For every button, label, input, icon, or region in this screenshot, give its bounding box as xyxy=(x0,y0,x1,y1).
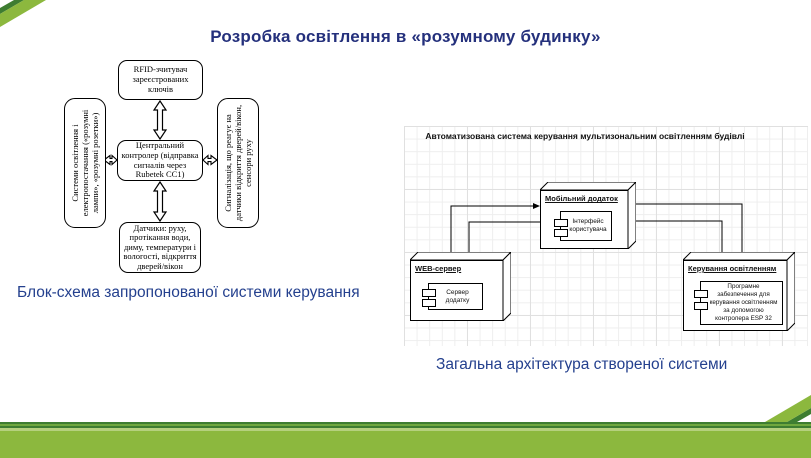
double-arrow-bottom-icon xyxy=(152,180,168,223)
connector-lighting-to-mobile xyxy=(633,203,743,260)
architecture-diagram-title: Автоматизована система керування мультиз… xyxy=(425,131,745,141)
uml-node-mobile-app: Мобільний додаток Інтерфейс користувача xyxy=(540,182,636,249)
alarm-box: Сигналізація, що реагує на датчики відкр… xyxy=(217,98,259,228)
lighting-power-label: Системи освітлення і електропостачання (… xyxy=(70,109,100,217)
corner-accent-bottom-right xyxy=(765,395,811,422)
alarm-label: Сигналізація, що реагує на датчики відкр… xyxy=(223,104,253,222)
component-icon xyxy=(694,290,708,298)
green-stripe xyxy=(0,424,811,427)
component-user-interface-label: Інтерфейс користувача xyxy=(569,218,607,233)
component-icon xyxy=(422,289,436,297)
connector-web-to-mobile xyxy=(450,205,535,260)
corner-accent-top-left xyxy=(0,0,46,27)
component-icon xyxy=(554,229,568,237)
lighting-power-box: Системи освітлення і електропостачання (… xyxy=(64,98,106,228)
uml-node-web-server: WEB-сервер Сервер додатку xyxy=(410,252,511,321)
block-diagram: RFID-зчитувач зареєстрованих ключів Цент… xyxy=(55,58,270,280)
bottom-decoration xyxy=(0,422,811,458)
green-stripe xyxy=(0,428,811,431)
arrowhead-right-icon xyxy=(533,203,540,209)
connector-mobile-to-lighting xyxy=(628,220,723,255)
double-arrow-top-icon xyxy=(152,99,168,141)
component-user-interface: Інтерфейс користувача xyxy=(554,211,612,241)
component-lighting-software-label: Програмне забезпечення для керування осв… xyxy=(709,283,778,322)
double-arrow-right-icon xyxy=(202,154,218,166)
rfid-reader-box: RFID-зчитувач зареєстрованих ключів xyxy=(118,60,203,100)
architecture-diagram: Автоматизована система керування мультиз… xyxy=(404,126,808,346)
block-diagram-caption: Блок-схема запропонованої системи керува… xyxy=(17,284,360,301)
bottom-green-bar xyxy=(0,430,811,458)
component-icon xyxy=(422,299,436,307)
connector-mobile-to-web xyxy=(468,221,540,255)
component-icon xyxy=(694,302,708,310)
lighting-control-label: Керування освітленням xyxy=(688,264,777,273)
web-server-label: WEB-сервер xyxy=(415,264,462,273)
block-diagram-arrows xyxy=(103,99,218,223)
central-controller-box: Центральний контролер (відправка сигналі… xyxy=(117,140,203,181)
green-stripe xyxy=(0,426,811,429)
sensors-box: Датчики: руху, протікання води, диму, те… xyxy=(119,222,201,273)
component-app-server: Сервер додатку xyxy=(422,283,483,310)
mobile-app-label: Мобільний додаток xyxy=(545,194,618,203)
component-lighting-software: Програмне забезпечення для керування осв… xyxy=(694,281,783,325)
architecture-caption: Загальна архітектура створеної системи xyxy=(436,356,728,373)
component-app-server-label: Сервер додатку xyxy=(445,288,470,304)
component-icon xyxy=(554,219,568,227)
page-title: Розробка освітлення в «розумному будинку… xyxy=(210,27,601,46)
green-stripe xyxy=(0,422,811,425)
uml-node-lighting-control: Керування освітленням Програмне забезпеч… xyxy=(683,252,795,331)
